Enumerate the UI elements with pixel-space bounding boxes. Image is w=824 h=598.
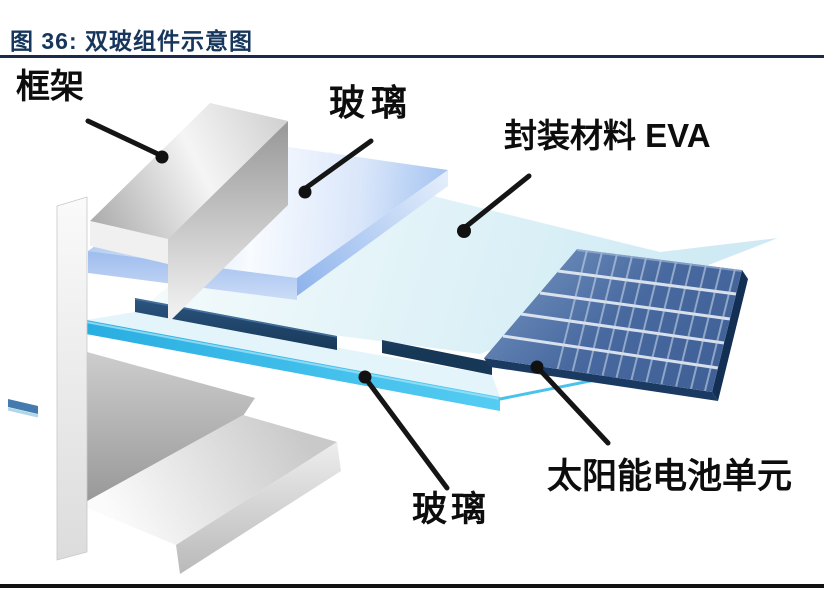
- callout-dots: [155, 150, 544, 384]
- frame-flange-front-face: [176, 442, 341, 574]
- glass-top-leader-line: [300, 138, 374, 193]
- callout-eva: 封装材料 EVA: [504, 117, 711, 154]
- solar-cell-array: [484, 249, 748, 401]
- top-glass-right-edge: [297, 170, 448, 296]
- cell-strip-right: [382, 340, 492, 375]
- callout-leaders: [85, 118, 611, 491]
- callout-frame: 框架: [16, 68, 84, 106]
- glass-bottom-leader-dot: [358, 370, 372, 384]
- layer-stub-glass: [7, 407, 39, 418]
- glass-bottom-leader-line: [363, 376, 450, 491]
- array-right-side-face: [712, 270, 748, 401]
- cell-leader-dot: [530, 360, 544, 374]
- cell-leader-line: [536, 366, 611, 446]
- figure-title: 图 36: 双玻组件示意图: [10, 28, 254, 54]
- frame-bottom-flange: [80, 415, 341, 574]
- eva-leader-dot: [457, 224, 471, 238]
- frame-leader-dot: [155, 150, 169, 164]
- bottom-glass-top-face: [86, 312, 500, 397]
- callout-glass-bottom: 玻璃: [412, 490, 491, 529]
- frame-leader-line: [85, 118, 163, 158]
- layer-stub-left: [8, 399, 38, 414]
- frame-top-bar-end-face: [90, 221, 168, 264]
- frame-flange-top-face: [80, 415, 337, 545]
- title-rule: [0, 55, 824, 58]
- frame-top-bar-top-face: [90, 103, 288, 239]
- frame-web: [56, 196, 88, 561]
- bottom-glass-highlight: [85, 321, 501, 400]
- cell-strip-left: [135, 298, 337, 350]
- frame-top-bar: [90, 103, 288, 323]
- frame-inner-shadow: [80, 352, 255, 506]
- bottom-glass-front-edge: [86, 320, 500, 411]
- callout-glass-top: 玻璃: [329, 82, 414, 123]
- bottom-rule: [0, 584, 824, 588]
- frame-top-bar-front-face: [168, 121, 288, 323]
- callout-solar-cell: 太阳能电池单元: [547, 457, 793, 496]
- eva-leader-line: [460, 173, 532, 232]
- glass-top-leader-dot: [298, 185, 312, 199]
